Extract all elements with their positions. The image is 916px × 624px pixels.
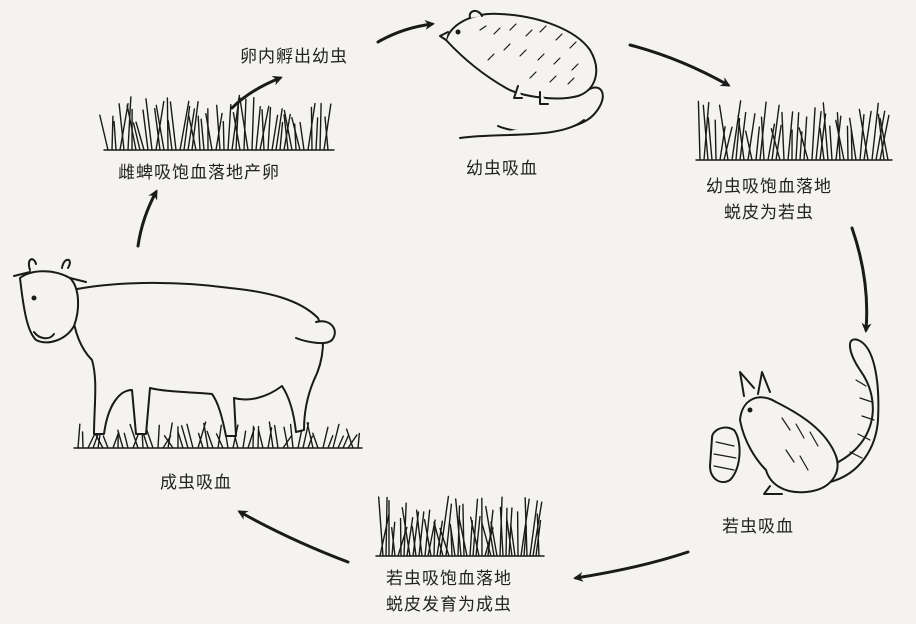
rat-icon: [440, 11, 603, 138]
label-adult-feeds: 成虫吸血: [160, 470, 232, 496]
cow-icon: [14, 259, 335, 436]
arrow-molt-to-adult: [240, 512, 348, 562]
label-nymph-molt: 若虫吸饱血落地 蜕皮发育为成虫: [386, 566, 512, 618]
grass-patch-top-left: [100, 95, 334, 150]
label-female-lays: 雌蜱吸饱血落地产卵: [118, 160, 280, 186]
grass-patch-cow: [74, 422, 362, 448]
arrow-larva-to-molt: [630, 45, 728, 85]
label-eggs-hatch: 卵内孵出幼虫: [240, 44, 348, 70]
grass-patch-bottom: [376, 496, 544, 556]
arrow-adult-to-lay: [138, 192, 156, 246]
label-larva-feeds: 幼虫吸血: [466, 156, 538, 182]
label-nymph-feeds: 若虫吸血: [722, 514, 794, 540]
arrow-hatch-to-larva: [378, 24, 432, 42]
arrow-molt-to-nymph: [852, 228, 867, 330]
arrow-nymph-to-molt: [576, 552, 688, 578]
grass-patch-right: [696, 101, 892, 160]
squirrel-icon: [710, 339, 878, 494]
arrow-lay-to-hatch: [232, 78, 280, 108]
label-larva-molt: 幼虫吸饱血落地 蜕皮为若虫: [706, 174, 832, 226]
